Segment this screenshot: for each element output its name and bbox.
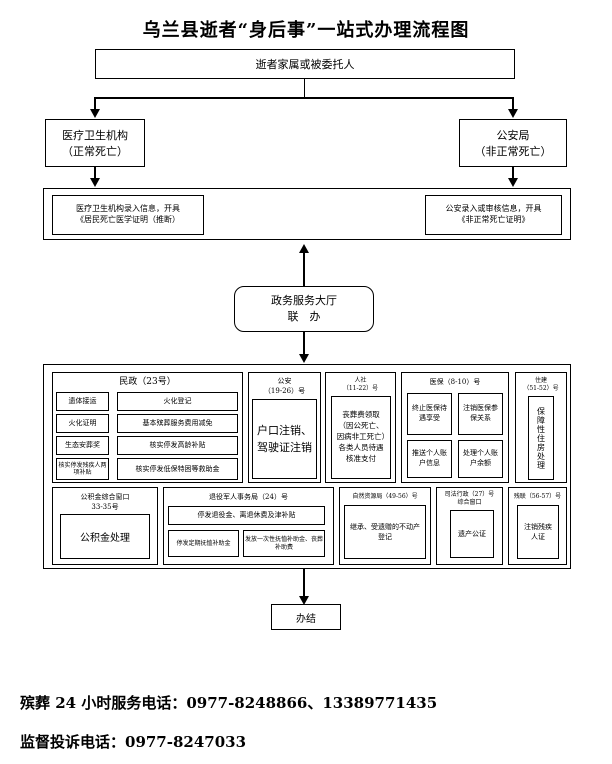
housing-body-box: 保障性住房处理 xyxy=(528,396,554,480)
hr-body: 丧葬费领取（因公死亡、因病非工死亡）各类人员待遇核准支付 xyxy=(331,396,391,479)
arrow-up-icon xyxy=(299,244,309,253)
fund-header1: 公积金综合窗口 xyxy=(80,492,130,501)
resources-header: 自然资源局（49-56）号 xyxy=(352,493,418,501)
civil-item: 火化证明 xyxy=(56,414,109,433)
family-box: 逝者家属或被委托人 xyxy=(95,49,515,79)
civil-item: 火化登记 xyxy=(117,392,238,411)
civil-item: 遗体接运 xyxy=(56,392,109,411)
medical-cert-line2: 《居民死亡医学证明（推断） xyxy=(76,215,180,224)
medical-box: 医疗卫生机构 （正常死亡） xyxy=(45,119,145,167)
disabled-header: 残联（56-57）号 xyxy=(513,493,562,501)
medical-name: 医疗卫生机构 xyxy=(62,129,128,142)
mi-header: 医保（8-10）号 xyxy=(429,378,481,387)
medical-cert-box: 医疗卫生机构录入信息，开具 《居民死亡医学证明（推断） xyxy=(52,195,204,235)
connector xyxy=(94,97,96,109)
civil-item: 核实停发低保特困等救助金 xyxy=(117,458,238,480)
ps-header1: 公安 xyxy=(277,376,292,385)
housing-body: 保障性住房处理 xyxy=(536,406,546,470)
ps-header2: （19-26）号 xyxy=(263,386,306,395)
arrow-down-icon xyxy=(90,178,100,187)
police-cert-line2: 《非正常死亡证明》 xyxy=(457,215,530,224)
disabled-body: 注销残疾人证 xyxy=(517,505,559,559)
fund-body: 公积金处理 xyxy=(60,514,150,559)
arrow-down-icon xyxy=(90,109,100,118)
page-title: 乌兰县逝者“身后事”一站式办理流程图 xyxy=(142,20,470,41)
connector xyxy=(303,252,305,286)
mi-item: 终止医保待遇享受 xyxy=(407,393,452,435)
fund-header2: 33-35号 xyxy=(91,502,119,511)
arrow-down-icon xyxy=(508,178,518,187)
service-hall-box: 政务服务大厅 联 办 xyxy=(234,286,374,332)
veterans-top: 停发退役金、离退休费及津补贴 xyxy=(168,506,325,525)
hall-line1: 政务服务大厅 xyxy=(271,293,337,307)
hr-header2: （11-22）号 xyxy=(342,384,379,392)
mi-item: 处理个人账户余额 xyxy=(458,440,503,478)
arrow-down-icon xyxy=(508,109,518,118)
mi-item: 推送个人账户信息 xyxy=(407,440,452,478)
police-cert-box: 公安录入或审核信息，开具 《非正常死亡证明》 xyxy=(425,195,562,235)
civil-item: 核实停发高龄补贴 xyxy=(117,436,238,455)
connector xyxy=(94,167,96,179)
connector xyxy=(94,97,514,99)
end-box: 办结 xyxy=(271,604,341,630)
judicial-header2: 综合窗口 xyxy=(457,499,482,507)
veterans-left: 停发定期抚恤补助金 xyxy=(168,530,239,557)
judicial-header1: 司法行政（27）号 xyxy=(444,491,495,499)
civil-item: 基本殡葬服务费用减免 xyxy=(117,414,238,433)
civil-item: 生态安葬奖 xyxy=(56,436,109,455)
veterans-header: 退役军人事务局（24）号 xyxy=(209,493,288,502)
complaint-phone: 监督投诉电话：0977-8247033 xyxy=(20,733,247,751)
resources-body: 继承、受遗赠的不动产登记 xyxy=(344,505,426,559)
connector xyxy=(304,79,305,97)
housing-header2: （51-52）号 xyxy=(523,385,559,393)
veterans-right: 发放一次性抚恤补助金、丧葬补助费 xyxy=(243,530,325,557)
arrow-down-icon xyxy=(299,354,309,363)
medical-note: （正常死亡） xyxy=(62,145,128,158)
connector xyxy=(303,569,305,597)
hall-line2: 联 办 xyxy=(287,310,321,323)
service-phone: 殡葬 24 小时服务电话：0977-8248866、13389771435 xyxy=(20,694,438,712)
civil-header: 民政（23号） xyxy=(119,376,176,387)
ps-body: 户口注销、驾驶证注销 xyxy=(252,399,317,479)
police-cert-line1: 公安录入或审核信息，开具 xyxy=(445,204,542,214)
medical-cert-line1: 医疗卫生机构录入信息，开具 xyxy=(76,204,180,214)
arrow-down-icon xyxy=(299,596,309,605)
police-box: 公安局 （非正常死亡） xyxy=(459,119,567,167)
connector xyxy=(512,97,514,109)
connector xyxy=(303,332,305,354)
mi-item: 注销医保参保关系 xyxy=(458,393,503,435)
hr-header1: 人社 xyxy=(354,376,367,384)
connector xyxy=(512,167,514,179)
judicial-body: 遗产公证 xyxy=(450,510,494,558)
police-note: （非正常死亡） xyxy=(474,145,552,158)
civil-item: 核实停发残疾人两项补贴 xyxy=(56,458,109,480)
police-name: 公安局 xyxy=(496,129,530,142)
housing-header1: 住建 xyxy=(534,377,547,385)
